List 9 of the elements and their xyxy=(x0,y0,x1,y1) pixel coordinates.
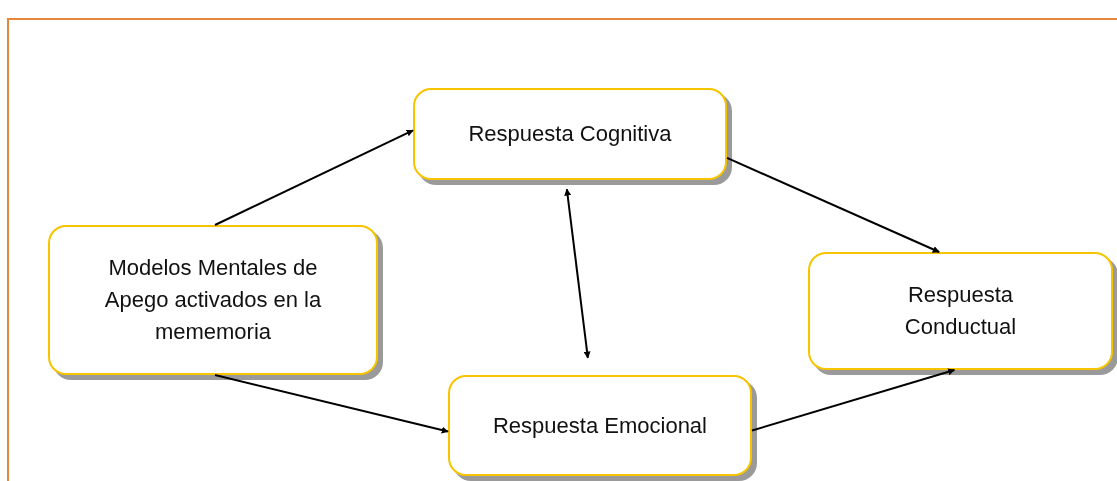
arrow xyxy=(214,374,449,434)
arrow xyxy=(726,156,941,253)
box-label: Respuesta Conductual xyxy=(903,281,1018,341)
box-label: Respuesta Emocional xyxy=(493,411,707,440)
box-label: Modelos Mentales de Apego activados en la mememoria xyxy=(103,254,323,346)
arrow xyxy=(751,368,956,432)
arrow xyxy=(214,129,414,226)
box-label: Respuesta Cognitiva xyxy=(468,120,672,149)
arrow xyxy=(564,188,591,359)
